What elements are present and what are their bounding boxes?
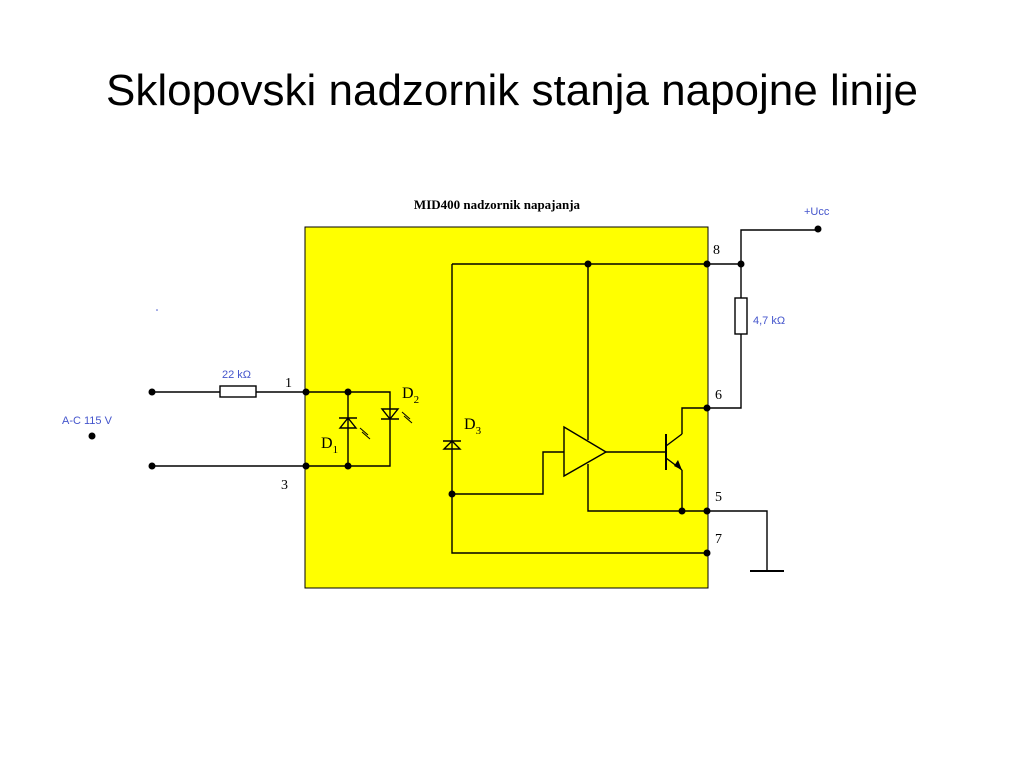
- diode-d3-symbol: [442, 440, 462, 450]
- wire-d3-left: [451, 263, 707, 554]
- wire-ucc: [707, 229, 818, 265]
- amplifier-symbol: [563, 425, 608, 478]
- node-amp-supply: [584, 260, 592, 268]
- resistor-22k-label: 22 kΩ: [222, 369, 251, 381]
- ucc-terminal: [814, 225, 822, 233]
- stray-dot: [156, 309, 158, 311]
- input-terminal-ac: [88, 432, 96, 440]
- wire-pullup: [707, 264, 742, 409]
- wire-amp-input: [452, 451, 564, 495]
- pin-7-label: 7: [715, 532, 722, 547]
- transistor-symbol: [665, 433, 683, 471]
- pin-8-label: 8: [713, 243, 720, 258]
- node-d-top: [344, 388, 352, 396]
- wire-transistor: [681, 407, 707, 511]
- slide-title: Sklopovski nadzornik stanja napojne lini…: [105, 66, 919, 115]
- node-emitter: [678, 507, 686, 515]
- diode-d1-label: D1: [321, 435, 338, 456]
- diode-d2-symbol: [380, 408, 413, 424]
- ucc-label: +Ucc: [804, 206, 830, 218]
- resistor-4k7-label: 4,7 kΩ: [753, 315, 785, 327]
- input-voltage-label: A-C 115 V: [62, 415, 113, 427]
- pin-1-label: 1: [285, 376, 292, 391]
- pin-6-label: 6: [715, 388, 722, 403]
- resistor-22k: [219, 385, 257, 398]
- pin-3-label: 3: [281, 478, 288, 493]
- mid400-block: [304, 226, 709, 589]
- block-title: MID400 nadzornik napajanja: [414, 197, 581, 212]
- wire-amp-supply: [587, 264, 707, 512]
- pin-5-label: 5: [715, 490, 722, 505]
- node-d-bottom: [344, 462, 352, 470]
- diode-d1-symbol: [338, 416, 371, 440]
- diode-d2-label: D2: [402, 385, 419, 406]
- wire-ground: [707, 510, 768, 571]
- resistor-4k7: [734, 297, 748, 335]
- diode-d3-label: D3: [464, 416, 482, 437]
